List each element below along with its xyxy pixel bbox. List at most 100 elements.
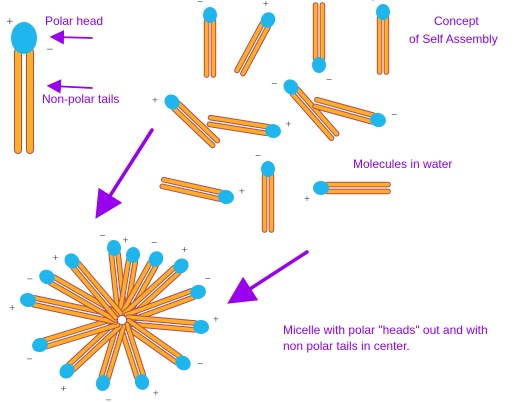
charge-sign: + [285,119,292,128]
tail-left [123,324,178,365]
polar-head [376,4,390,20]
tail-right [120,260,152,315]
polar-head [11,22,37,54]
polar-head [175,355,191,371]
water-molecule-4: + [370,0,390,75]
charge-sign: − [391,110,398,119]
charge-sign: − [151,238,158,247]
polar-head [106,240,122,256]
polar-head [39,269,55,285]
charge-sign: − [326,75,333,84]
tail-right [125,322,146,378]
to-micelle-arrow [227,250,309,304]
charge-sign: − [105,395,112,402]
minus-sign: − [46,45,54,55]
tail-left [160,184,222,201]
polar-head [59,363,75,379]
polar-head [265,123,281,139]
polar-head [313,181,329,195]
tail-right [161,177,223,195]
polar-head [95,375,111,391]
charge-sign: + [152,96,159,105]
polar-head-pointer-arrow [49,30,93,45]
tail-right [44,323,120,349]
polar-head [164,94,180,110]
water-molecule-8: − [312,96,398,128]
plus-sign: + [6,17,14,27]
tail-left [76,261,123,316]
water-molecule-2: + [234,0,276,77]
water-molecule-7: − [271,79,340,142]
charge-sign: − [271,79,278,88]
micelle-caption-line2: non polar tails in center. [283,339,410,353]
tail-right [106,324,126,381]
water-molecule-10: − [255,151,275,233]
charge-sign: + [152,388,159,397]
polar-head [261,161,275,177]
tail-right [122,265,177,316]
concept-title-line1: Concept [434,14,479,28]
charge-sign: + [238,186,245,195]
polar-head [125,247,141,263]
polar-head [64,253,80,269]
water-molecule-5: + [152,94,221,149]
tail-right [315,97,375,117]
to-water-arrow [95,128,154,219]
polar-head [134,374,150,390]
tail-right [290,91,334,141]
tail-right [31,302,118,324]
micelle-molecule-8: + [117,321,159,397]
tail-right [71,265,118,320]
charge-sign: − [99,231,106,240]
polar-head [173,258,189,274]
polar-head [370,112,386,128]
micelle-molecule-14: + [52,253,124,321]
water-molecule-6: + [206,114,292,139]
tail-right [71,324,122,372]
polar-head [283,79,299,95]
polar-head [20,292,36,308]
charge-sign: − [204,274,211,283]
reference-molecule: +− [6,17,54,154]
polar-head [193,319,209,335]
molecules-in-water-label: Molecules in water [353,157,453,171]
charge-sign: − [197,359,204,368]
polar-head [32,337,48,353]
tail-right [117,258,131,316]
water-molecule-3: − [312,2,333,84]
polar-head [312,57,326,73]
water-molecule-11: + [304,181,391,203]
charge-sign: + [122,236,129,245]
polar-head [260,12,276,28]
charge-sign: + [212,314,219,323]
charge-sign: − [26,355,33,364]
charge-sign: + [370,0,377,3]
charge-sign: + [9,303,16,312]
concept-title-line2: of Self Assembly [409,32,498,46]
tail-left [241,25,270,76]
tail-right [48,281,117,322]
water-molecule-9: + [159,176,245,205]
tails-pointer-arrow [46,79,93,94]
charge-sign: + [60,384,67,393]
charge-sign: + [52,253,59,262]
polar-head [148,251,164,267]
charge-sign: + [304,194,311,203]
tail-right [235,21,264,73]
polar-head [190,284,206,300]
tail-right [208,115,270,129]
tail-left [313,104,374,124]
micelle-molecule-7: − [122,317,204,371]
tail-left [176,101,220,143]
charge-sign: − [197,0,204,6]
tail-right [124,289,193,317]
charge-sign: + [181,245,188,254]
water-molecule-1: − [197,0,217,78]
tail-left [295,87,339,136]
non-polar-tails-label: Non-polar tails [42,92,120,106]
tail-right [172,106,215,148]
micelle-caption-line1: Micelle with polar "heads" out and with [283,323,488,337]
tail-left [207,122,269,136]
